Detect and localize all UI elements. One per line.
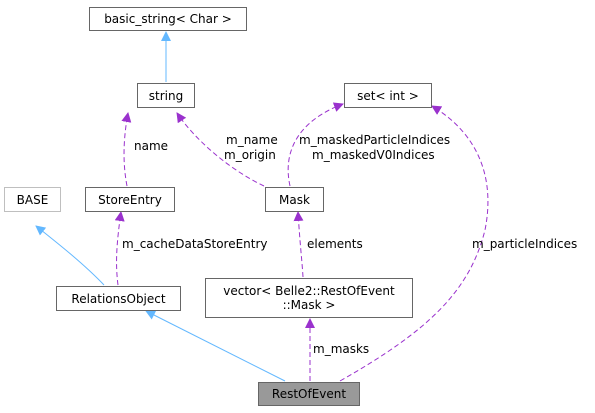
edge-label-m-masks: m_masks <box>313 342 370 356</box>
node-vector-mask-label-line2: ::Mask > <box>282 298 336 312</box>
node-rest-of-event[interactable]: RestOfEvent <box>258 382 360 406</box>
edge-restofevent-to-relationsobject <box>145 310 286 382</box>
node-base-label: BASE <box>16 192 49 207</box>
node-basic-string-label: basic_string< Char > <box>104 12 232 26</box>
node-string[interactable]: string <box>137 83 195 108</box>
edge-label-name: name <box>134 139 169 153</box>
edge-label-m-origin: m_origin <box>224 148 276 162</box>
node-store-entry[interactable]: StoreEntry <box>85 187 175 212</box>
edge-label-m-masked-particle-indices: m_maskedParticleIndices <box>299 133 451 147</box>
edge-relationsobject-to-storeentry <box>114 211 125 286</box>
node-store-entry-label: StoreEntry <box>98 192 162 207</box>
edge-mask-to-string <box>176 112 265 187</box>
node-relations-object[interactable]: RelationsObject <box>56 286 181 311</box>
node-relations-object-label: RelationsObject <box>71 291 166 306</box>
node-mask-label: Mask <box>279 192 310 207</box>
node-set-int-label: set< int > <box>357 88 419 103</box>
edge-relationsobject-to-base <box>35 225 105 286</box>
edge-label-m-particle-indices: m_particleIndices <box>472 237 578 251</box>
edge-storeentry-to-string <box>121 112 132 187</box>
edge-mask-to-set <box>287 102 344 187</box>
node-basic-string[interactable]: basic_string< Char > <box>89 7 247 31</box>
node-vector-mask[interactable]: vector< Belle2::RestOfEvent ::Mask > <box>205 278 413 318</box>
node-rest-of-event-label: RestOfEvent <box>271 387 347 401</box>
edge-label-m-name: m_name <box>226 133 278 147</box>
node-set-int[interactable]: set< int > <box>344 83 432 108</box>
edge-label-m-cache-data-store-entry: m_cacheDataStoreEntry <box>122 237 268 251</box>
edge-vector-to-mask <box>293 211 304 278</box>
node-mask[interactable]: Mask <box>265 187 324 212</box>
node-vector-mask-label-line1: vector< Belle2::RestOfEvent <box>223 284 395 298</box>
node-string-label: string <box>148 88 184 103</box>
edge-label-m-masked-v0-indices: m_maskedV0Indices <box>312 148 435 162</box>
node-base: BASE <box>4 187 61 212</box>
edge-label-elements: elements <box>307 237 363 251</box>
